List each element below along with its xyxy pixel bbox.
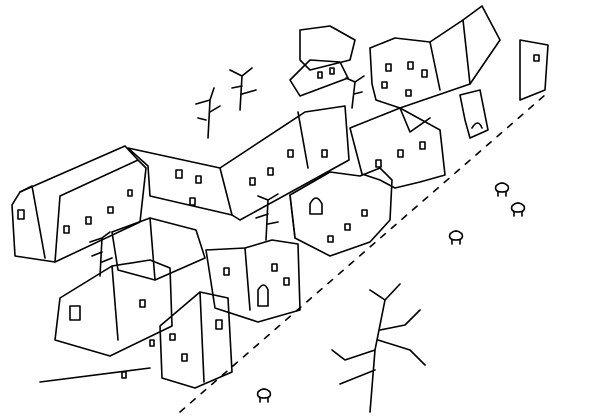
sheep-1 [494,182,510,197]
sheep-4 [256,388,272,403]
tree-mid [255,193,279,241]
building-right-tower [459,39,549,139]
building-top-right [369,5,501,109]
tree-top-center [229,67,257,111]
building-front-tower [159,291,233,389]
building-center-arches [289,167,393,257]
building-left-long [11,145,147,263]
building-front-left [54,259,173,379]
tree-top-left [195,87,221,139]
tree-left [89,231,113,277]
road-dashed-line [39,94,546,413]
building-center-row [127,105,350,221]
building-top-middle [289,25,356,97]
sheep-2 [510,202,526,217]
building-mid-right [349,107,446,189]
building-lower-middle [205,239,301,323]
sheep-3 [448,230,464,245]
tree-large-front [331,283,426,413]
building-left-mid [111,217,206,281]
tree-center [345,75,365,109]
